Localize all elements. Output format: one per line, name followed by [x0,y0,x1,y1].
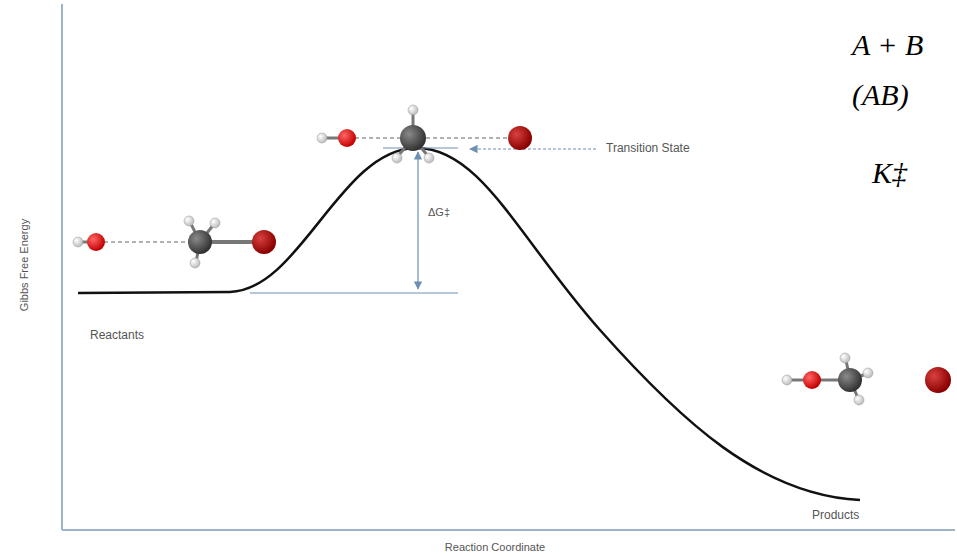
axis-title: Gibbs Free Energy [18,219,30,311]
equation-text: A + B [852,28,923,62]
leader-arrow [470,148,596,149]
state-label: Products [812,508,859,522]
delta-arrow [417,152,418,289]
product-molecule [782,353,951,405]
axis-title: Reaction Coordinate [445,541,545,553]
state-label: Reactants [90,328,144,342]
y-axis [61,4,63,530]
energy-label: ΔG‡ [428,206,450,218]
equation-text: K‡ [872,156,907,190]
energy-curve [78,148,860,500]
state-label: Transition State [606,141,690,155]
x-axis [62,529,955,531]
reactant-molecule [73,216,276,268]
transition-state-molecule [317,105,532,163]
level-line [250,292,458,293]
equation-text: (AB) [852,78,909,112]
